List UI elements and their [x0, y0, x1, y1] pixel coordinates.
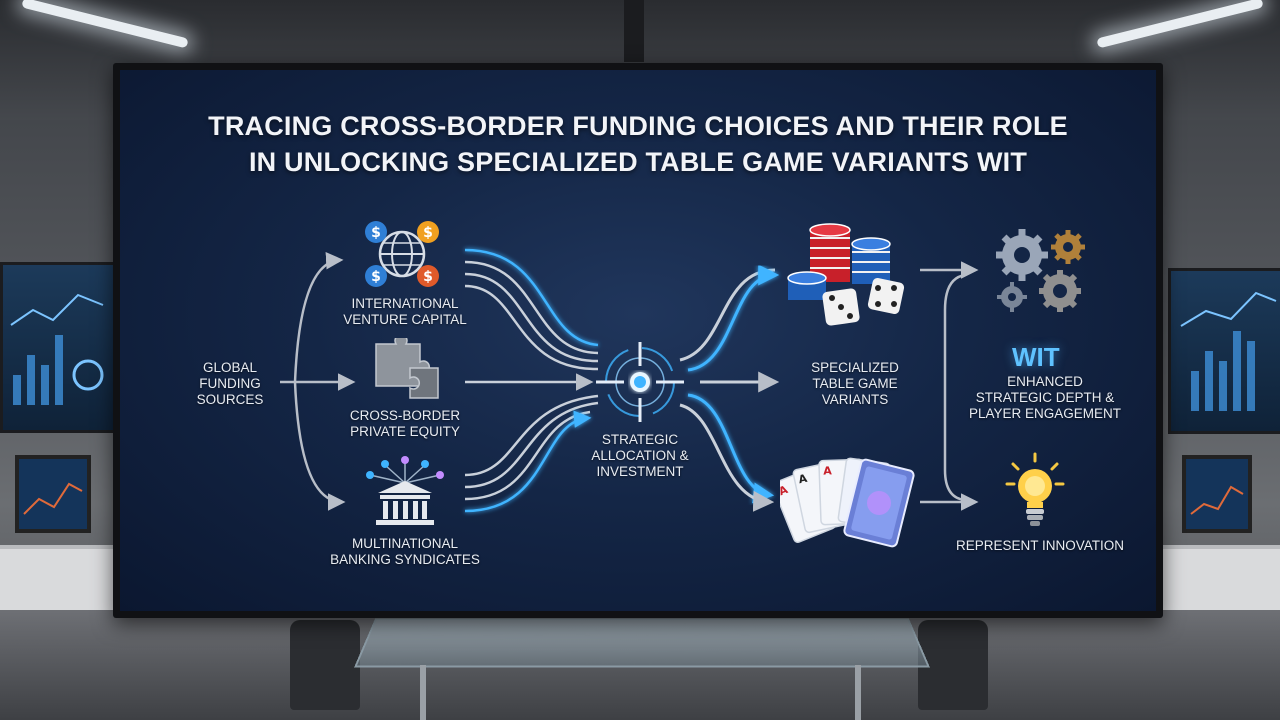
infographic-screen: TRACING CROSS-BORDER FUNDING CHOICES AND… — [120, 70, 1156, 611]
arrow-to-banking — [293, 381, 346, 511]
hub-outputs — [679, 264, 780, 512]
bank-network-icon — [360, 453, 450, 533]
svg-text:A: A — [823, 464, 832, 477]
wall-screen-left — [0, 262, 116, 433]
global-funding-bracket — [280, 251, 356, 511]
wall-screen-right — [1168, 268, 1280, 434]
desk-monitor-right — [1182, 455, 1252, 533]
table-leg-left — [420, 665, 426, 720]
gears-icon — [990, 225, 1090, 317]
flow-connectors — [280, 248, 979, 513]
wall-display: TRACING CROSS-BORDER FUNDING CHOICES AND… — [113, 63, 1163, 618]
svg-text:$: $ — [423, 225, 433, 241]
svg-text:A: A — [797, 472, 809, 487]
target-crosshair-icon — [590, 340, 690, 424]
playing-cards-icon: A A A — [772, 450, 925, 560]
variants-label: SPECIALIZED TABLE GAME VARIANTS — [811, 360, 899, 407]
globe-dollar-icon: $ $ $ $ — [362, 218, 442, 290]
venture-streams — [464, 248, 599, 371]
arrow-to-venture — [293, 251, 344, 383]
strategic-label: STRATEGIC ALLOCATION & INVESTMENT — [591, 432, 689, 479]
title-line-2: IN UNLOCKING SPECIALIZED TABLE GAME VARI… — [248, 147, 1028, 177]
puzzle-icon — [372, 334, 442, 402]
svg-text:$: $ — [371, 269, 381, 285]
svg-text:$: $ — [371, 225, 381, 241]
enhanced-label: ENHANCED STRATEGIC DEPTH & PLAYER ENGAGE… — [968, 374, 1122, 421]
infographic-title: TRACING CROSS-BORDER FUNDING CHOICES AND… — [120, 108, 1156, 180]
banking-label: MULTINATIONAL BANKING SYNDICATES — [330, 536, 480, 567]
global-funding-label: GLOBAL FUNDING SOURCES — [196, 360, 264, 407]
venture-capital-label: INTERNATIONAL VENTURE CAPITAL — [343, 296, 467, 327]
outcome-connectors — [920, 261, 979, 511]
svg-text:$: $ — [423, 269, 433, 285]
title-line-1: TRACING CROSS-BORDER FUNDING CHOICES AND… — [208, 111, 1068, 141]
chair-right — [918, 620, 988, 710]
private-equity-label: CROSS-BORDER PRIVATE EQUITY — [349, 408, 461, 439]
conference-table — [354, 618, 930, 668]
table-leg-right — [855, 665, 861, 720]
banking-streams — [464, 394, 599, 513]
desk-monitor-left — [15, 455, 91, 533]
innovation-label: REPRESENT INNOVATION — [955, 538, 1125, 553]
display-mount-pole — [624, 0, 644, 62]
lightbulb-icon — [1005, 452, 1065, 530]
chair-left — [290, 620, 360, 710]
wit-heading: WIT — [1012, 342, 1060, 372]
poker-chips-dice-icon — [780, 218, 925, 340]
